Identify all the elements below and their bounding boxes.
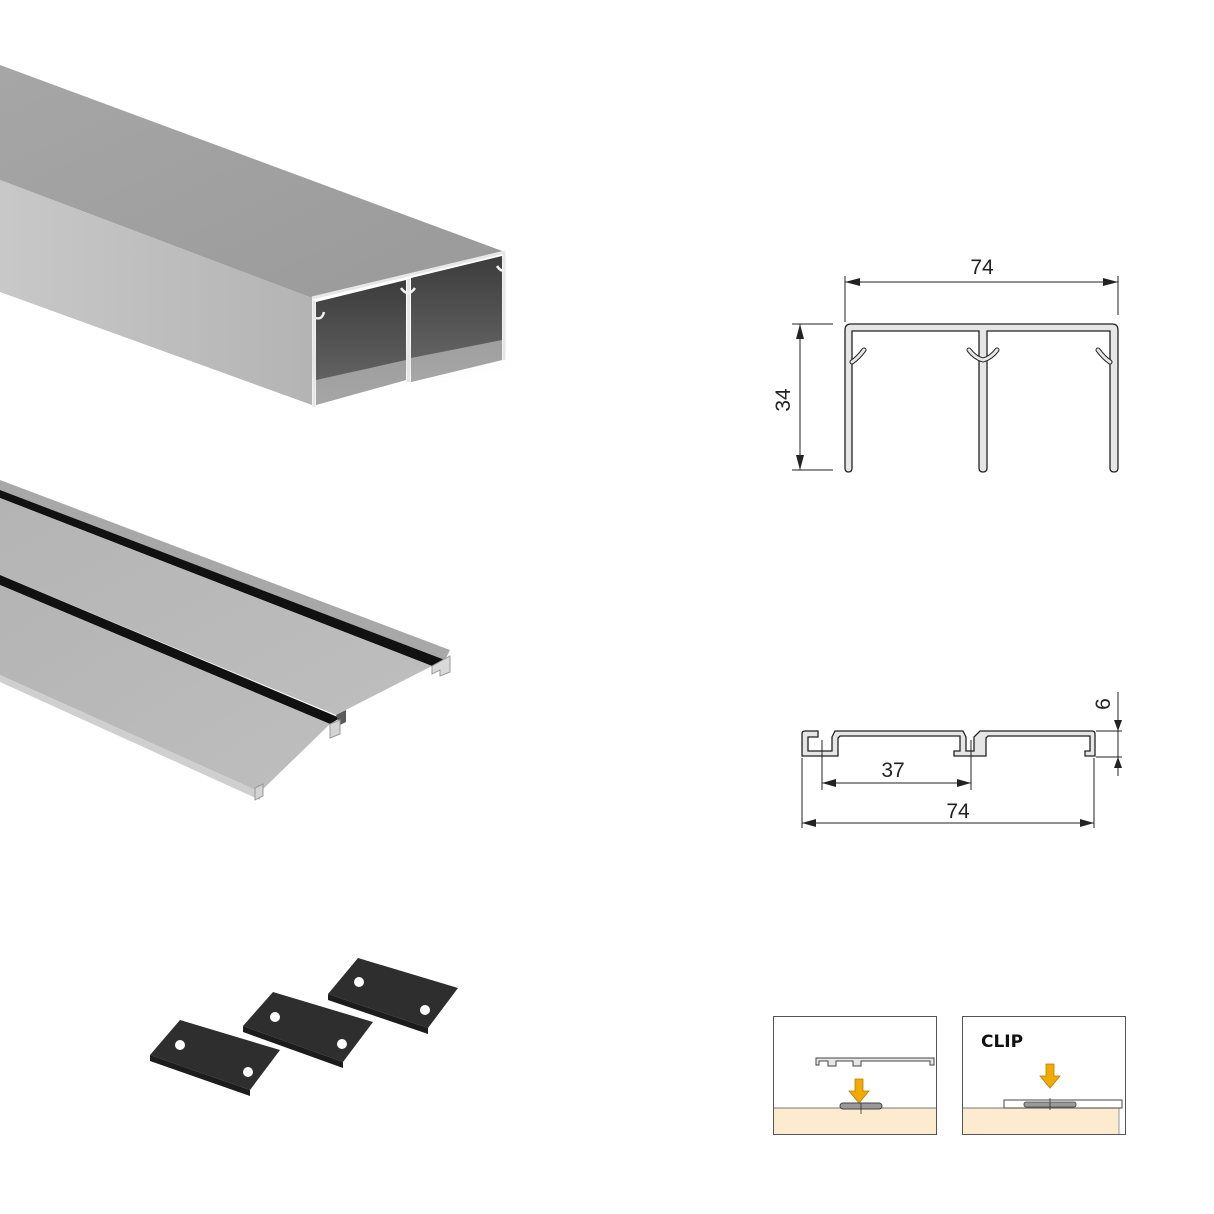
track-spacing-dim: 37 xyxy=(881,759,904,782)
down-arrow-icon xyxy=(848,1078,870,1104)
top-rail-render xyxy=(0,60,520,420)
down-arrow-icon xyxy=(1039,1063,1061,1089)
top-height-dim: 34 xyxy=(772,388,795,412)
clips-render xyxy=(130,950,470,1100)
bottom-rail-render xyxy=(0,470,460,810)
clip-3 xyxy=(328,958,458,1034)
top-width-dim: 74 xyxy=(970,256,994,279)
bottom-profile-drawing: 6 37 74 xyxy=(780,680,1140,830)
clip-label: CLIP xyxy=(981,1032,1023,1052)
top-profile-drawing: 74 34 xyxy=(770,240,1150,490)
clip-1 xyxy=(150,1020,280,1096)
bottom-height-dim: 6 xyxy=(1092,698,1115,710)
clip-2 xyxy=(243,992,373,1068)
bottom-width-dim: 74 xyxy=(946,800,970,823)
install-step-1 xyxy=(773,1016,937,1136)
install-step-2: CLIP xyxy=(962,1016,1126,1136)
